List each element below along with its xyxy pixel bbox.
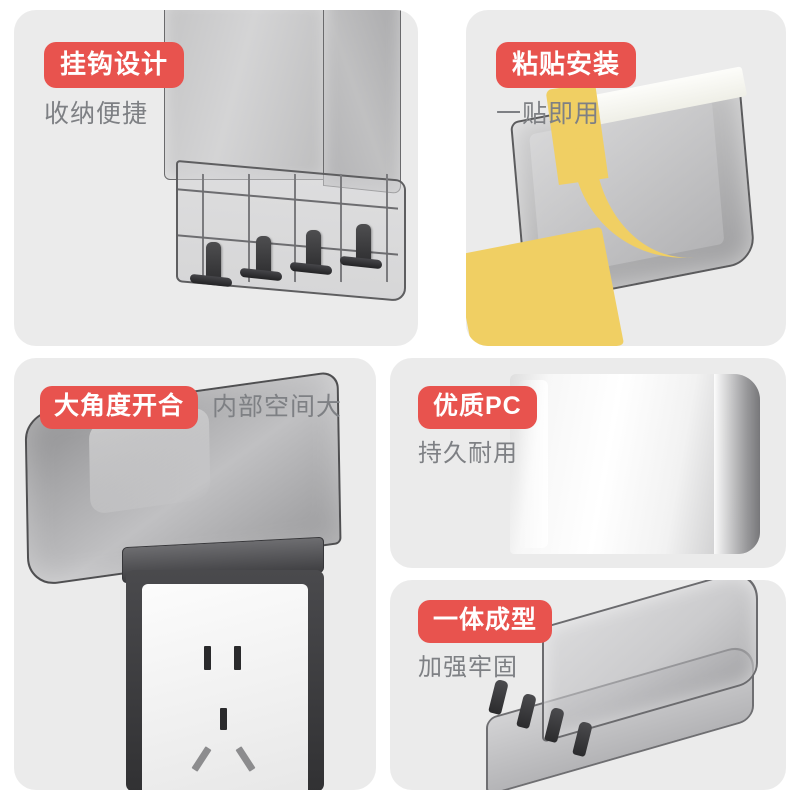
socket-slot-angled-left — [191, 746, 212, 772]
cover-front-face — [164, 10, 326, 180]
hook-2 — [256, 236, 271, 276]
panel-wide-open-angle — [14, 358, 376, 790]
product-image-quality-pc — [390, 358, 786, 568]
subtitle-hook-design: 收纳便捷 — [44, 100, 149, 128]
caption-hook-design: 挂钩设计 收纳便捷 — [44, 42, 185, 128]
wall-socket — [142, 584, 308, 790]
product-image-wide-open-angle — [14, 358, 376, 790]
caption-quality-pc: 优质PC 持久耐用 — [418, 386, 537, 466]
caption-wide-open-angle: 大角度开合 内部空间大 — [40, 386, 342, 429]
hook-4 — [356, 224, 371, 264]
socket-slot-angled-right — [235, 746, 256, 772]
subtitle-one-piece-molding: 加强牢固 — [418, 654, 518, 681]
product-image-hook-design — [14, 10, 418, 346]
socket-slot-earth — [220, 708, 227, 730]
badge-wide-open-angle: 大角度开合 — [40, 386, 199, 429]
badge-one-piece-molding: 一体成型 — [418, 600, 553, 643]
pc-shell-surface — [510, 374, 760, 554]
subtitle-wide-open-angle: 内部空间大 — [212, 393, 343, 421]
socket-slot-live — [204, 646, 211, 670]
badge-quality-pc: 优质PC — [418, 386, 537, 429]
caption-adhesive-install: 粘贴安装 一贴即用 — [496, 42, 637, 128]
hook-rack — [176, 159, 406, 303]
hook-1 — [488, 678, 509, 716]
hook-3 — [306, 230, 321, 270]
cover-side-face — [323, 10, 401, 195]
panel-hook-design — [14, 10, 418, 346]
adhesive-pad — [466, 226, 625, 346]
badge-hook-design: 挂钩设计 — [44, 42, 185, 88]
socket-frame — [126, 570, 324, 790]
badge-adhesive-install: 粘贴安装 — [496, 42, 637, 88]
socket-slot-neutral — [234, 646, 241, 670]
hook-1 — [206, 242, 221, 282]
subtitle-quality-pc: 持久耐用 — [418, 440, 518, 467]
caption-one-piece-molding: 一体成型 加强牢固 — [418, 600, 553, 681]
subtitle-adhesive-install: 一贴即用 — [496, 100, 601, 128]
